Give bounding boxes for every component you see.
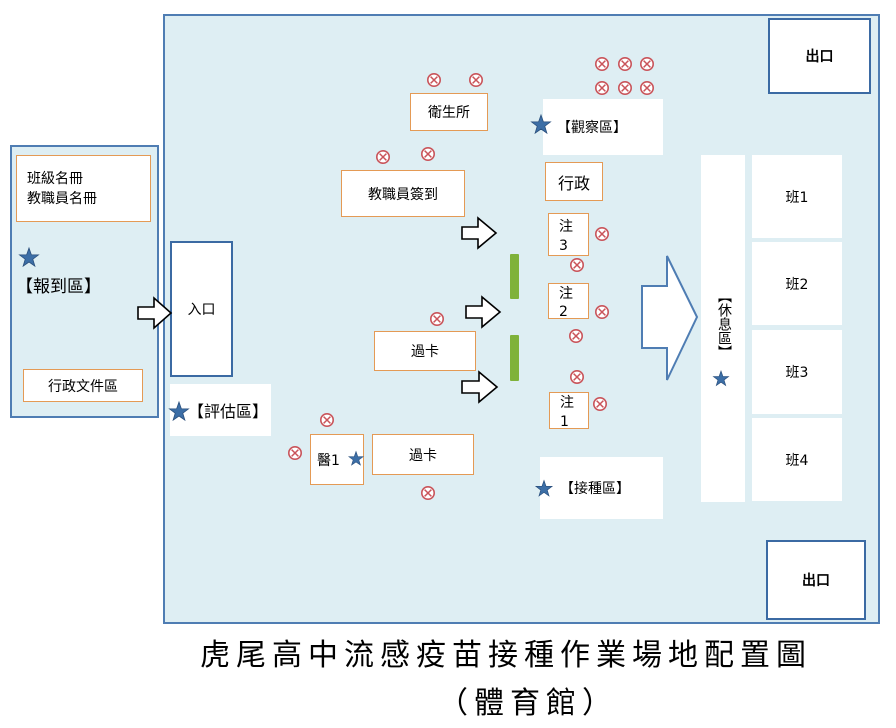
arrow-right-icon bbox=[641, 255, 699, 381]
admin-docs-box: 行政文件區 bbox=[23, 369, 143, 402]
arrow-right-icon bbox=[461, 370, 499, 404]
observation-area: 【觀察區】 bbox=[543, 99, 663, 155]
checkpoint-lower-box: 過卡 bbox=[372, 434, 474, 475]
observation-label: 【觀察區】 bbox=[557, 120, 627, 136]
star-icon bbox=[535, 480, 553, 497]
star-icon bbox=[19, 247, 39, 267]
injection-1-box: 注 1 bbox=[549, 392, 589, 430]
injection-3-number: 3 bbox=[559, 238, 568, 254]
registration-label: 【報到區】 bbox=[16, 277, 101, 297]
divider-bar-upper bbox=[510, 254, 519, 299]
arrow-right-icon bbox=[461, 216, 498, 250]
injection-1-number: 1 bbox=[560, 414, 569, 430]
injection-2-label: 注 bbox=[559, 286, 573, 302]
health-office-box: 衛生所 bbox=[410, 93, 488, 131]
divider-bar-lower bbox=[510, 335, 519, 381]
evaluation-label: 【評估區】 bbox=[188, 402, 269, 421]
class-3-box: 班3 bbox=[752, 330, 842, 414]
injection-3-box: 注 3 bbox=[548, 213, 589, 256]
injection-2-box: 注 2 bbox=[548, 283, 589, 320]
rest-area: 【休息區】 bbox=[701, 155, 745, 502]
roster-box: 班級名冊 教職員名冊 bbox=[16, 155, 151, 222]
admin-box: 行政 bbox=[545, 162, 603, 201]
vaccination-label: 【接種區】 bbox=[560, 481, 630, 497]
class-roster-label: 班級名冊 bbox=[27, 171, 83, 187]
star-icon bbox=[169, 401, 189, 421]
exit-top-box: 出口 bbox=[768, 18, 871, 94]
injection-3-label: 注 bbox=[559, 219, 573, 235]
star-icon bbox=[531, 114, 551, 134]
staff-signin-box: 教職員簽到 bbox=[341, 170, 465, 217]
arrow-right-icon bbox=[137, 296, 173, 330]
rest-label: 【休息區】 bbox=[716, 289, 732, 359]
arrow-right-icon bbox=[465, 295, 502, 329]
vaccination-area: 【接種區】 bbox=[540, 457, 663, 519]
injection-2-number: 2 bbox=[559, 304, 568, 320]
entrance-box: 入口 bbox=[170, 241, 233, 377]
staff-roster-label: 教職員名冊 bbox=[27, 191, 97, 207]
exit-bottom-box: 出口 bbox=[766, 540, 866, 620]
class-4-box: 班4 bbox=[752, 418, 842, 501]
class-2-box: 班2 bbox=[752, 242, 842, 325]
class-1-box: 班1 bbox=[752, 155, 842, 238]
doctor-label: 醫1 bbox=[317, 452, 340, 469]
diagram-title: 虎尾高中流感疫苗接種作業場地配置圖 bbox=[200, 638, 812, 673]
injection-1-label: 注 bbox=[560, 395, 574, 411]
star-icon bbox=[348, 451, 364, 466]
diagram-subtitle: （體育館） bbox=[438, 686, 618, 721]
star-icon bbox=[713, 370, 729, 386]
checkpoint-upper-box: 過卡 bbox=[374, 331, 476, 371]
